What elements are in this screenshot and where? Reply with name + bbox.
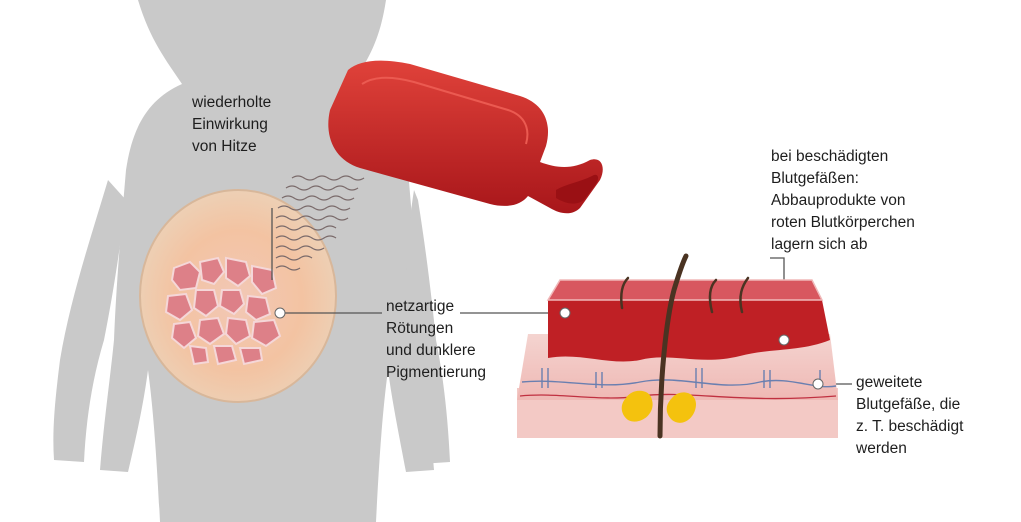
label-damaged-line: Abbauprodukte von <box>771 190 915 212</box>
label-redness-line: netzartige <box>386 296 486 318</box>
label-damaged-line: Blutgefäßen: <box>771 168 915 190</box>
label-dilated-line: geweitete <box>856 372 963 394</box>
label-redness-line: und dunklere <box>386 340 486 362</box>
label-heat-line: Einwirkung <box>192 114 271 136</box>
label-heat-line: wiederholte <box>192 92 271 114</box>
label-damaged-line: roten Blutkörperchen <box>771 212 915 234</box>
label-damaged-vessels: bei beschädigten Blutgefäßen: Abbauprodu… <box>771 146 915 256</box>
label-heat: wiederholte Einwirkung von Hitze <box>192 92 271 158</box>
label-dilated-line: Blutgefäße, die <box>856 394 963 416</box>
label-heat-line: von Hitze <box>192 136 271 158</box>
label-redness: netzartige Rötungen und dunklere Pigment… <box>386 296 486 384</box>
label-damaged-line: bei beschädigten <box>771 146 915 168</box>
skin-cross-section-icon <box>517 256 838 438</box>
label-redness-line: Rötungen <box>386 318 486 340</box>
label-redness-line: Pigmentierung <box>386 362 486 384</box>
label-dilated-line: werden <box>856 438 963 460</box>
label-damaged-line: lagern sich ab <box>771 234 915 256</box>
label-dilated-vessels: geweitete Blutgefäße, die z. T. beschädi… <box>856 372 963 460</box>
label-dilated-line: z. T. beschädigt <box>856 416 963 438</box>
